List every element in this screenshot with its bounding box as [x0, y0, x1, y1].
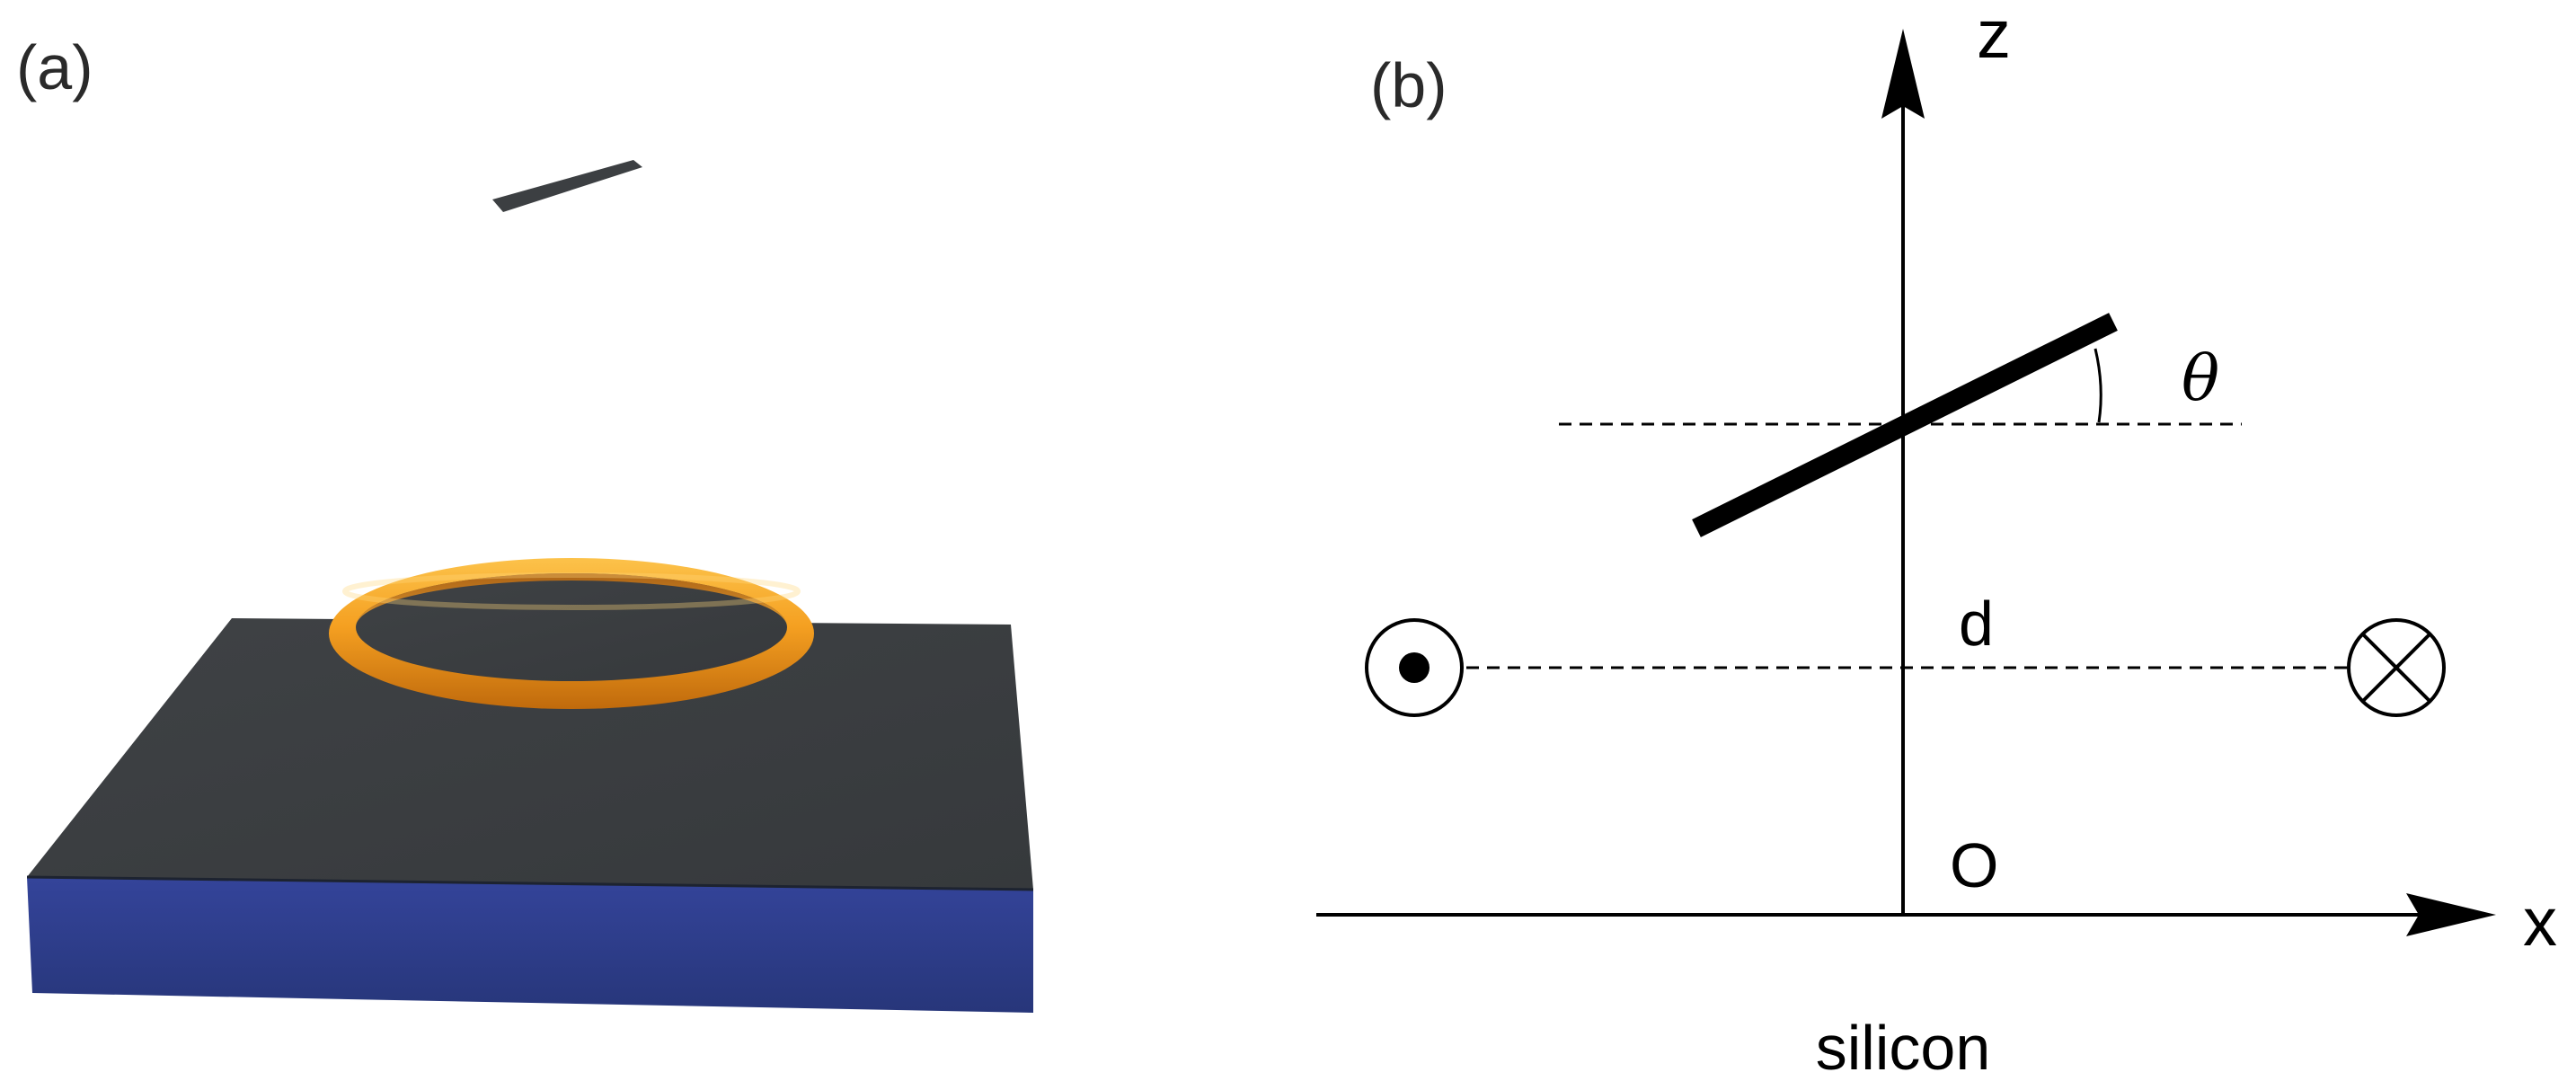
origin-label: O [1950, 830, 1998, 900]
substrate-side-face [27, 877, 1033, 1013]
theta-label: θ [2182, 341, 2219, 415]
tilted-flake [1692, 313, 2118, 537]
distance-label: d [1959, 589, 1994, 659]
z-axis-arrowhead [1881, 29, 1925, 119]
x-axis-arrowhead [2406, 893, 2496, 936]
substrate-edge [26, 875, 1034, 891]
panel-b-diagram: z x θ d O silicon [1316, 0, 2557, 1083]
substrate-label: silicon [1816, 1013, 1991, 1083]
x-axis-label: x [2523, 884, 2557, 961]
panel-a-scene [26, 160, 1034, 1013]
z-axis-label: z [1977, 0, 2011, 73]
gold-ring [329, 558, 814, 709]
panel-b-label: (b) [1370, 50, 1447, 120]
theta-arc [2094, 348, 2102, 423]
current-in-symbol [2347, 618, 2446, 717]
floating-plate [492, 160, 642, 212]
current-out-symbol [1365, 618, 1464, 717]
substrate-top-face [27, 618, 1033, 890]
panel-a-label: (a) [16, 32, 93, 102]
